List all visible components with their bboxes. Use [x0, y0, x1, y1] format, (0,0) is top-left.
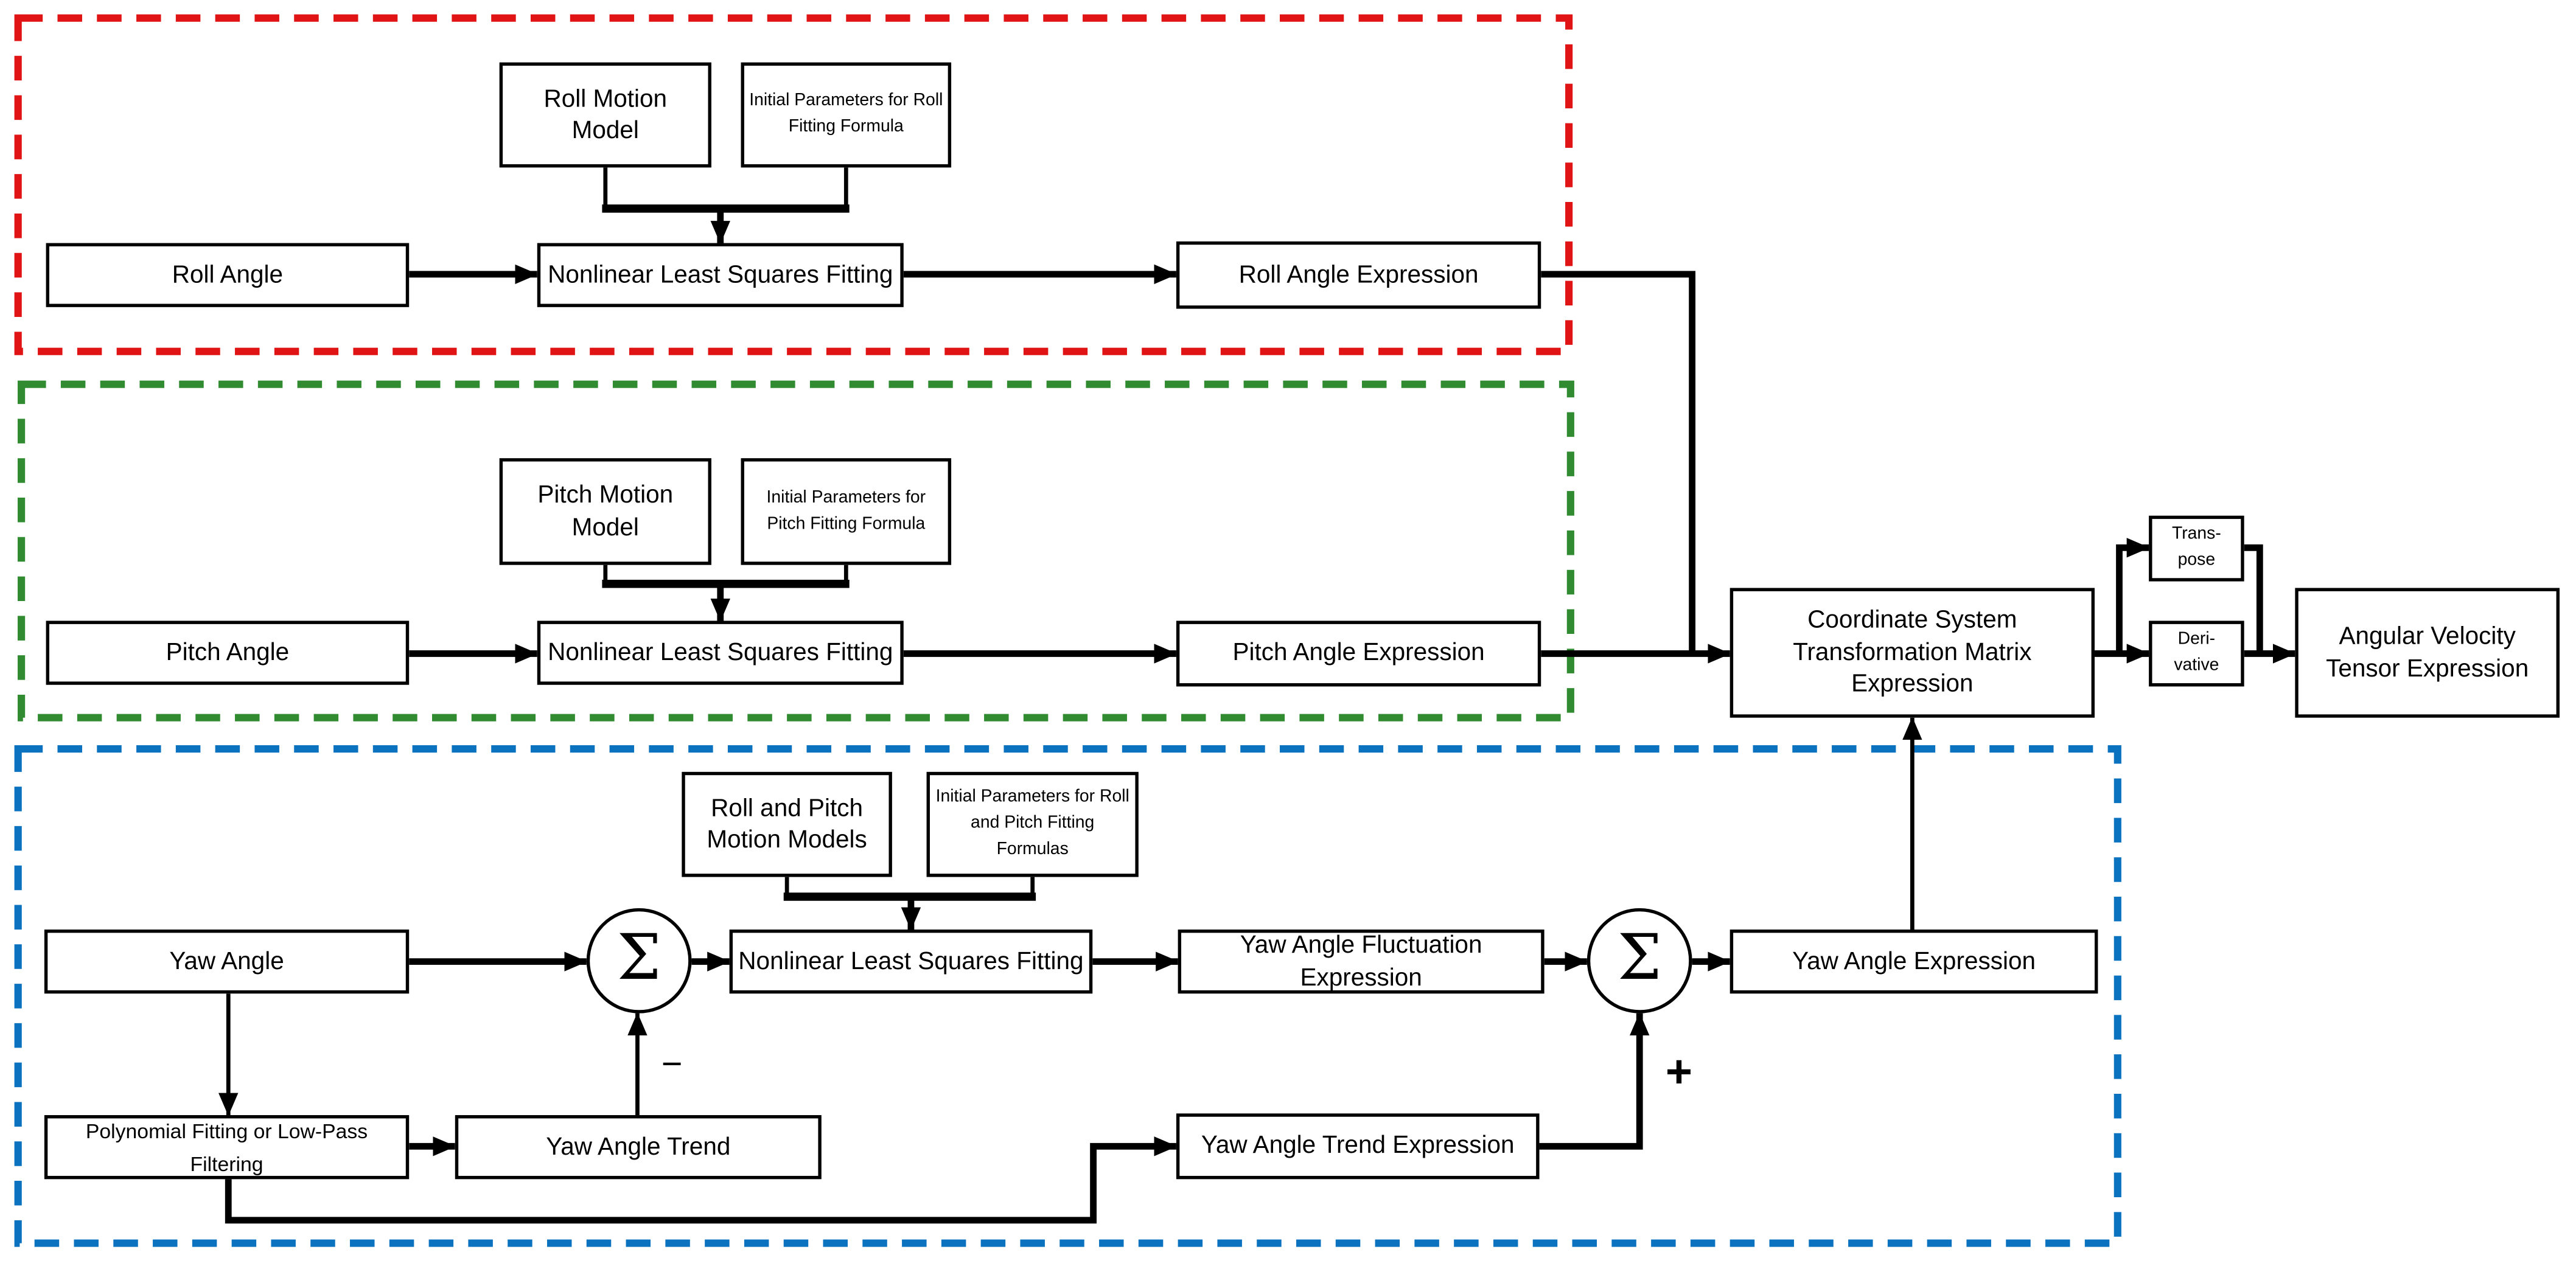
- node-pitch-nonlinear-least-squares-fitting[interactable]: Nonlinear Least Squares Fitting: [537, 621, 904, 685]
- node-yaw-angle-trend[interactable]: Yaw Angle Trend: [455, 1115, 822, 1180]
- roll-expression-to-matrix-line: [1541, 271, 1696, 654]
- node-roll-angle-expression[interactable]: Roll Angle Expression: [1176, 241, 1541, 309]
- node-pitch-initial-parameters[interactable]: Initial Parameters for Pitch Fitting For…: [741, 458, 952, 565]
- node-roll-angle[interactable]: Roll Angle: [46, 243, 410, 307]
- sigma-symbol: Σ: [1617, 921, 1662, 994]
- trend-expression-to-sum2-arrow: [1539, 1012, 1650, 1150]
- node-yaw-angle[interactable]: Yaw Angle: [44, 929, 410, 994]
- node-pitch-angle-expression[interactable]: Pitch Angle Expression: [1176, 621, 1541, 687]
- sum-junction-2[interactable]: Σ: [1586, 908, 1692, 1013]
- node-derivative[interactable]: Deri-vative: [2149, 621, 2244, 687]
- node-transpose[interactable]: Trans-pose: [2149, 515, 2244, 582]
- roll-group-outline: [14, 14, 1573, 355]
- node-pitch-angle[interactable]: Pitch Angle: [46, 621, 410, 685]
- minus-operator-label: −: [661, 1043, 683, 1084]
- node-roll-nonlinear-least-squares-fitting[interactable]: Nonlinear Least Squares Fitting: [537, 243, 904, 307]
- node-coordinate-system-transformation-matrix-expression[interactable]: Coordinate System Transformation Matrix …: [1730, 588, 2095, 718]
- sigma-symbol: Σ: [616, 921, 661, 994]
- node-yaw-angle-trend-expression[interactable]: Yaw Angle Trend Expression: [1176, 1113, 1540, 1180]
- matrix-to-transpose-arrow: [2116, 538, 2150, 654]
- node-roll-motion-model[interactable]: Roll Motion Model: [499, 62, 711, 168]
- node-roll-and-pitch-motion-models[interactable]: Roll and Pitch Motion Models: [682, 771, 892, 877]
- pitch-group-outline: [18, 380, 1574, 721]
- node-yaw-nonlinear-least-squares-fitting[interactable]: Nonlinear Least Squares Fitting: [729, 929, 1093, 994]
- node-roll-and-pitch-initial-parameters[interactable]: Initial Parameters for Roll and Pitch Fi…: [926, 771, 1139, 877]
- node-yaw-angle-expression[interactable]: Yaw Angle Expression: [1730, 929, 2098, 994]
- node-roll-initial-parameters[interactable]: Initial Parameters for Roll Fitting Form…: [741, 62, 952, 168]
- node-pitch-motion-model[interactable]: Pitch Motion Model: [499, 458, 711, 565]
- plus-operator-label: +: [1665, 1046, 1693, 1097]
- node-yaw-angle-fluctuation-expression[interactable]: Yaw Angle Fluctuation Expression: [1178, 929, 1545, 994]
- node-polynomial-fitting-or-low-pass-filtering[interactable]: Polynomial Fitting or Low-Pass Filtering: [44, 1115, 410, 1180]
- filter-to-trend-expression-rail: [225, 1136, 1178, 1224]
- transpose-out-line: [2244, 544, 2263, 651]
- sum-junction-1[interactable]: Σ: [586, 908, 692, 1013]
- node-angular-velocity-tensor-expression[interactable]: Angular Velocity Tensor Expression: [2295, 588, 2560, 718]
